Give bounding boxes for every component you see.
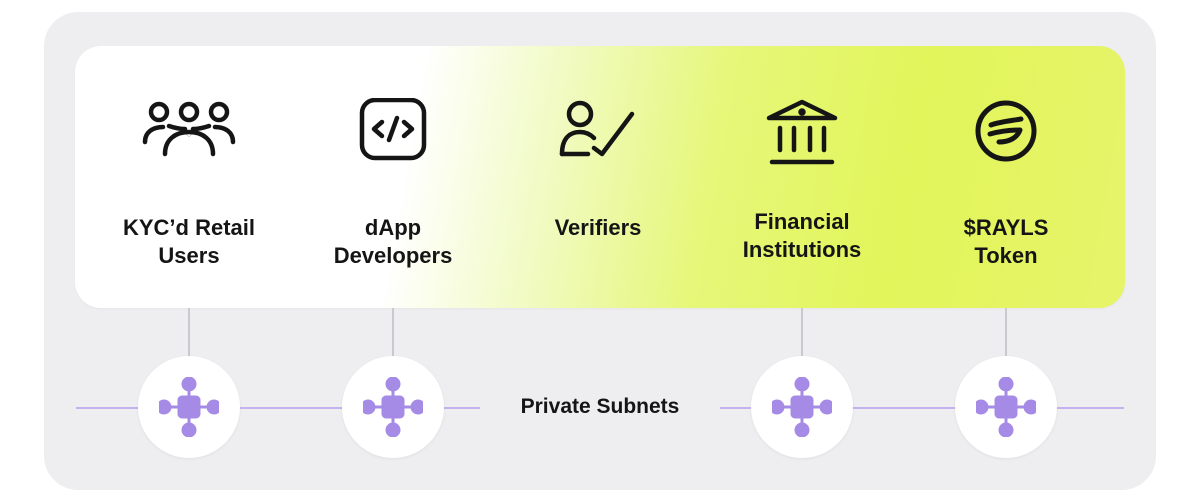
subnet-link-line: [848, 407, 958, 409]
subnet-node: [138, 356, 240, 458]
user-check-icon: [558, 98, 638, 165]
code-icon: [358, 97, 428, 167]
network-hub-icon: [976, 377, 1036, 437]
connector-line: [392, 308, 394, 358]
subnet-link-line: [720, 407, 754, 409]
actor-label: KYC’d Retail Users: [122, 215, 256, 268]
rayls-token-icon: [973, 98, 1039, 169]
subnet-link-line: [1054, 407, 1124, 409]
actor-label: Financial Institutions: [742, 209, 862, 262]
network-hub-icon: [159, 377, 219, 437]
actor-kyc-retail-users: KYC’d Retail Users: [94, 46, 284, 308]
private-subnets-label: Private Subnets: [520, 395, 680, 418]
subnet-node: [751, 356, 853, 458]
network-hub-icon: [772, 377, 832, 437]
subnet-link-line: [238, 407, 344, 409]
actor-verifiers: Verifiers: [503, 46, 693, 308]
bank-icon: [764, 98, 840, 171]
network-hub-icon: [363, 377, 423, 437]
subnet-link-line: [442, 407, 480, 409]
connector-line: [801, 308, 803, 358]
subnet-node: [955, 356, 1057, 458]
actor-label: $RAYLS Token: [963, 215, 1049, 268]
connector-line: [1005, 308, 1007, 358]
actor-rayls-token: $RAYLS Token: [911, 46, 1101, 308]
connector-line: [188, 308, 190, 358]
actor-label: Verifiers: [554, 215, 642, 240]
actors-card: [75, 46, 1125, 308]
subnet-node: [342, 356, 444, 458]
actor-dapp-developers: dApp Developers: [298, 46, 488, 308]
actor-label: dApp Developers: [333, 215, 453, 268]
actor-financial-institutions: Financial Institutions: [707, 46, 897, 308]
subnet-link-line: [76, 407, 142, 409]
users-group-icon: [141, 98, 237, 163]
